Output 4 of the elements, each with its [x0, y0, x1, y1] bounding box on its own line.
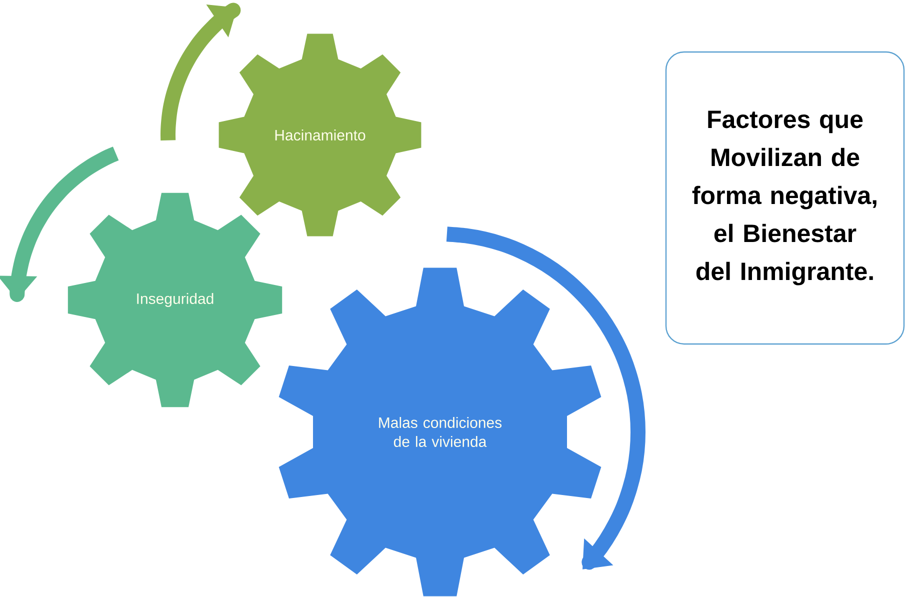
- gear: Inseguridad: [68, 192, 282, 408]
- title-box: Factores que Movilizan de forma negativa, el Bienestar del Inmigrante.: [665, 51, 905, 345]
- gear: Hacinamiento: [218, 34, 422, 236]
- gear: Malas condiciones de la vivienda: [278, 268, 602, 596]
